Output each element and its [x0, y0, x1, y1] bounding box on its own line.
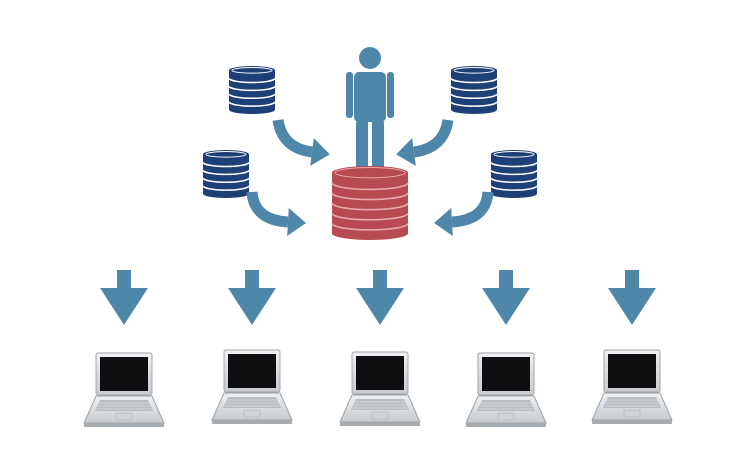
laptops-group [83, 349, 673, 427]
curved-arrow-icon [272, 118, 330, 166]
laptop-icon [339, 351, 421, 426]
curved-arrow-icon [434, 191, 494, 236]
down-arrow-icon [356, 270, 404, 325]
person-icon [346, 47, 394, 178]
output-arrows-group [100, 270, 656, 325]
curved-arrow-icon [396, 118, 454, 166]
database-icon [202, 150, 250, 198]
database-icon [490, 150, 538, 198]
database-icon [228, 66, 276, 115]
laptop-icon [465, 352, 547, 427]
database-icon [331, 166, 409, 240]
down-arrow-icon [482, 270, 530, 325]
central-hub-group [331, 47, 409, 240]
down-arrow-icon [608, 270, 656, 325]
source-databases-group [202, 66, 538, 198]
laptop-icon [591, 349, 673, 424]
flow-arrows-group [246, 118, 494, 236]
down-arrow-icon [100, 270, 148, 325]
down-arrow-icon [228, 270, 276, 325]
curved-arrow-icon [246, 191, 306, 236]
laptop-icon [211, 349, 293, 424]
database-icon [450, 66, 498, 115]
laptop-icon [83, 352, 165, 427]
